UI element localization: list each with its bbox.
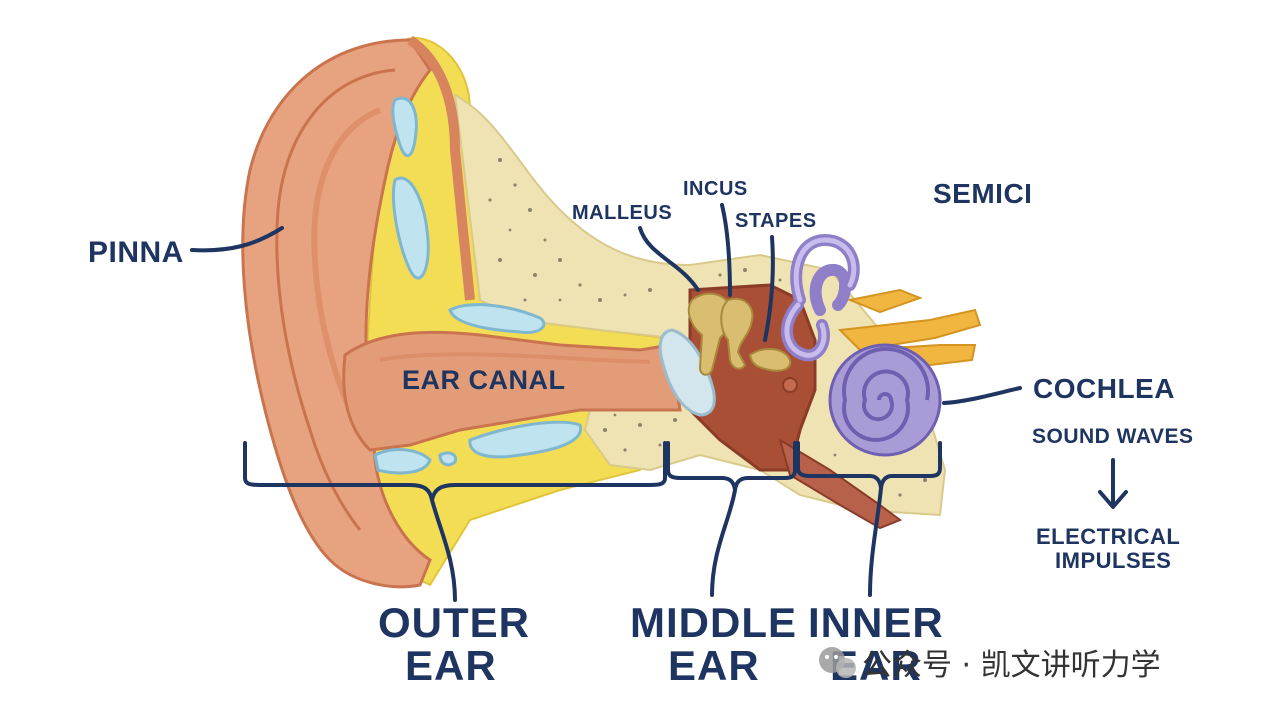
- stapes-leader-line: [763, 235, 775, 342]
- malleus-label: MALLEUS: [572, 202, 672, 224]
- ear-canal-shape: [342, 330, 682, 452]
- middle-ear-label-line2: EAR: [668, 642, 760, 689]
- wechat-icon: [819, 647, 856, 678]
- electrical-label-line1: ELECTRICAL: [1036, 524, 1180, 549]
- electrical-label-line2: IMPULSES: [1055, 548, 1171, 573]
- watermark-text: 公众号 · 凯文讲听力学: [862, 648, 1161, 683]
- incus-leader-line: [720, 203, 732, 297]
- antihelix-ridge: [311, 107, 382, 422]
- canal-inner-shade: [379, 352, 651, 364]
- blue-pockets: [373, 96, 583, 475]
- outer-ear-leader: [430, 498, 457, 602]
- cochlea-spiral: [842, 346, 930, 442]
- middle-ear-label-line1: MIDDLE: [630, 599, 797, 646]
- inner-ear-leader: [868, 486, 883, 597]
- incus-bone: [720, 297, 754, 370]
- incus-label: INCUS: [683, 178, 748, 200]
- outer-ear-label-line1: OUTER: [378, 599, 530, 646]
- cochlea-label: COCHLEA: [1033, 373, 1175, 404]
- ear-canal-label: EAR CANAL: [402, 365, 566, 395]
- sound-waves-label: SOUND WAVES: [1032, 425, 1193, 448]
- cochlea-leader-line: [942, 386, 1022, 405]
- middle-ear-leader: [710, 488, 737, 597]
- canal-skin-lining: [407, 35, 475, 301]
- stapes-label: STAPES: [735, 210, 817, 232]
- semicircular-canals-inner: [784, 237, 857, 358]
- semicircular-label: SEMICI: [933, 178, 1032, 209]
- cochlea-shape: [828, 343, 942, 457]
- pinna-shape: [241, 38, 432, 589]
- stapes-bone: [748, 348, 792, 372]
- helix-ridge: [275, 68, 396, 531]
- pinna-label: PINNA: [88, 236, 184, 269]
- oval-window: [782, 377, 798, 393]
- section-brackets: [243, 441, 942, 602]
- pinna-leader-line: [190, 226, 284, 253]
- malleus-leader-line: [638, 226, 700, 292]
- watermark: 公众号 · 凯文讲听力学: [819, 647, 1161, 683]
- outer-ear-label-line2: EAR: [405, 642, 497, 689]
- inner-ear-label-line1: INNER: [808, 599, 944, 646]
- down-arrow-icon: [1098, 458, 1128, 509]
